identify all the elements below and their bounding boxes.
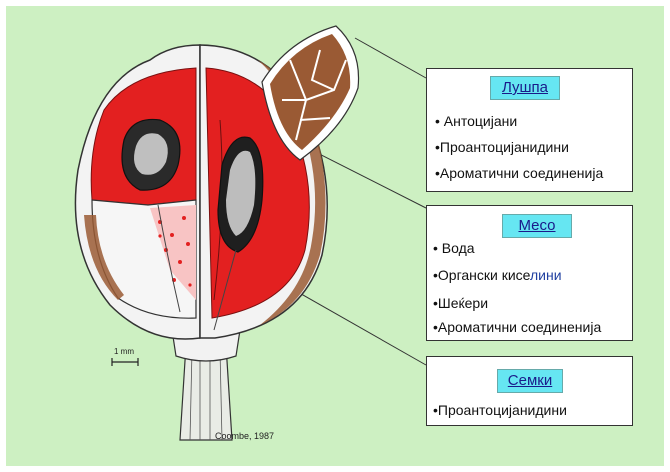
scale-bar [112, 358, 138, 366]
scale-label: 1 mm [114, 347, 134, 356]
seeds-box-title: Семки [497, 369, 563, 393]
skin-connector [355, 38, 426, 78]
seeds-item: •Проантоцијанидини [433, 402, 567, 418]
skin-box-title: Лушпа [490, 76, 560, 100]
flesh-item: •Органски киселини [433, 267, 562, 283]
flesh-item: • Вода [433, 240, 475, 256]
pedicel [172, 324, 240, 440]
flesh-box-title: Месо [502, 214, 572, 238]
flesh-box: Месо • Вода •Органски киселини •Шеќери •… [426, 205, 633, 341]
skin-item: • Антоцијани [435, 113, 517, 129]
skin-item: •Проантоцијанидини [435, 139, 569, 155]
flesh-item-part-blue: лини [530, 267, 562, 283]
flesh-item: •Ароматични соединенија [433, 319, 601, 335]
flesh-item: •Шеќери [433, 295, 488, 311]
skin-item: •Ароматични соединенија [435, 165, 603, 181]
seeds-box: Семки •Проантоцијанидини [426, 356, 633, 426]
flesh-item-part: •Органски кисе [433, 267, 530, 283]
credit-label: Coombe, 1987 [215, 431, 274, 441]
skin-box: Лушпа • Антоцијани •Проантоцијанидини •А… [426, 68, 633, 192]
